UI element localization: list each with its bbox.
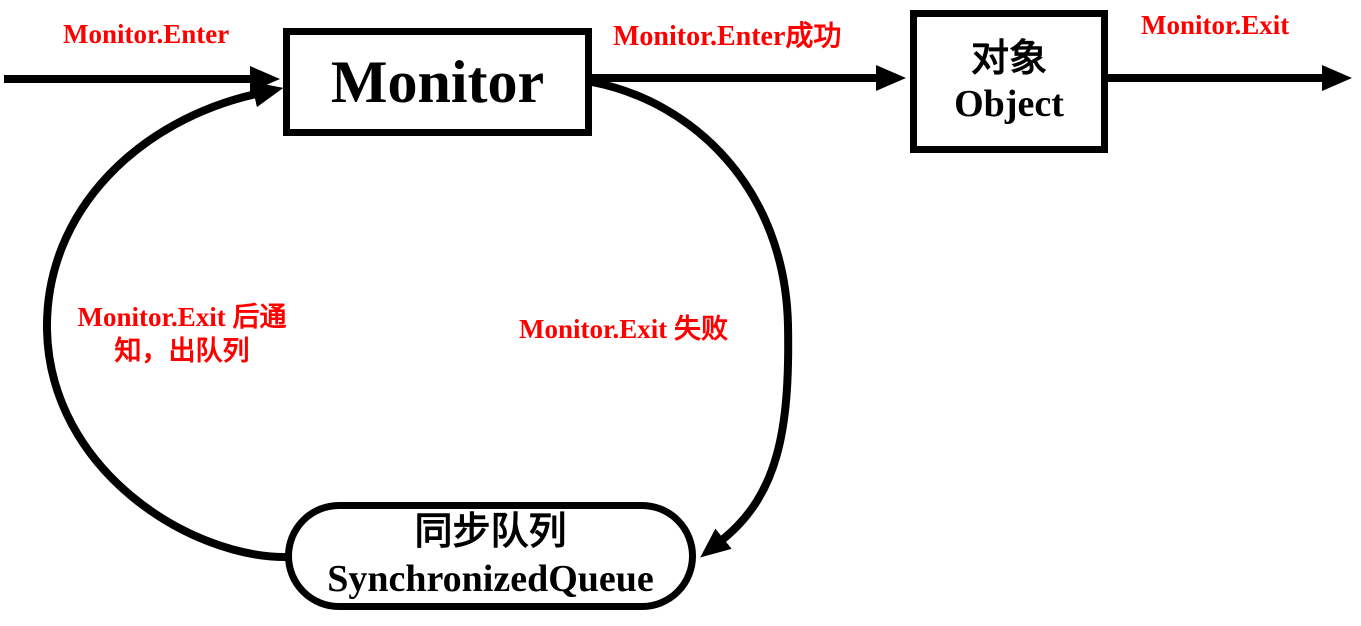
object-node: 对象 Object xyxy=(910,10,1108,153)
monitor-node: Monitor xyxy=(283,28,592,136)
queue-node-title-en: SynchronizedQueue xyxy=(327,558,654,600)
label-monitor-enter-success: Monitor.Enter成功 xyxy=(613,21,842,52)
monitor-node-title: Monitor xyxy=(330,48,545,115)
object-node-title-cn: 对象 xyxy=(970,37,1047,80)
object-node-title-en: Object xyxy=(954,82,1064,125)
label-monitor-enter: Monitor.Enter xyxy=(63,19,230,49)
label-exit-notify-dequeue: Monitor.Exit 后通 知，出队列 xyxy=(48,301,316,369)
label-monitor-exit: Monitor.Exit xyxy=(1141,10,1290,40)
queue-node-title-cn: 同步队列 xyxy=(414,510,567,553)
label-exit-notify-line1: Monitor.Exit 后通 xyxy=(77,302,287,332)
curve-exit-fail xyxy=(591,78,793,558)
label-monitor-exit-fail: Monitor.Exit 失败 xyxy=(519,314,728,344)
label-exit-notify-line2: 知，出队列 xyxy=(114,335,250,366)
synchronized-queue-node: 同步队列 SynchronizedQueue xyxy=(285,502,696,610)
